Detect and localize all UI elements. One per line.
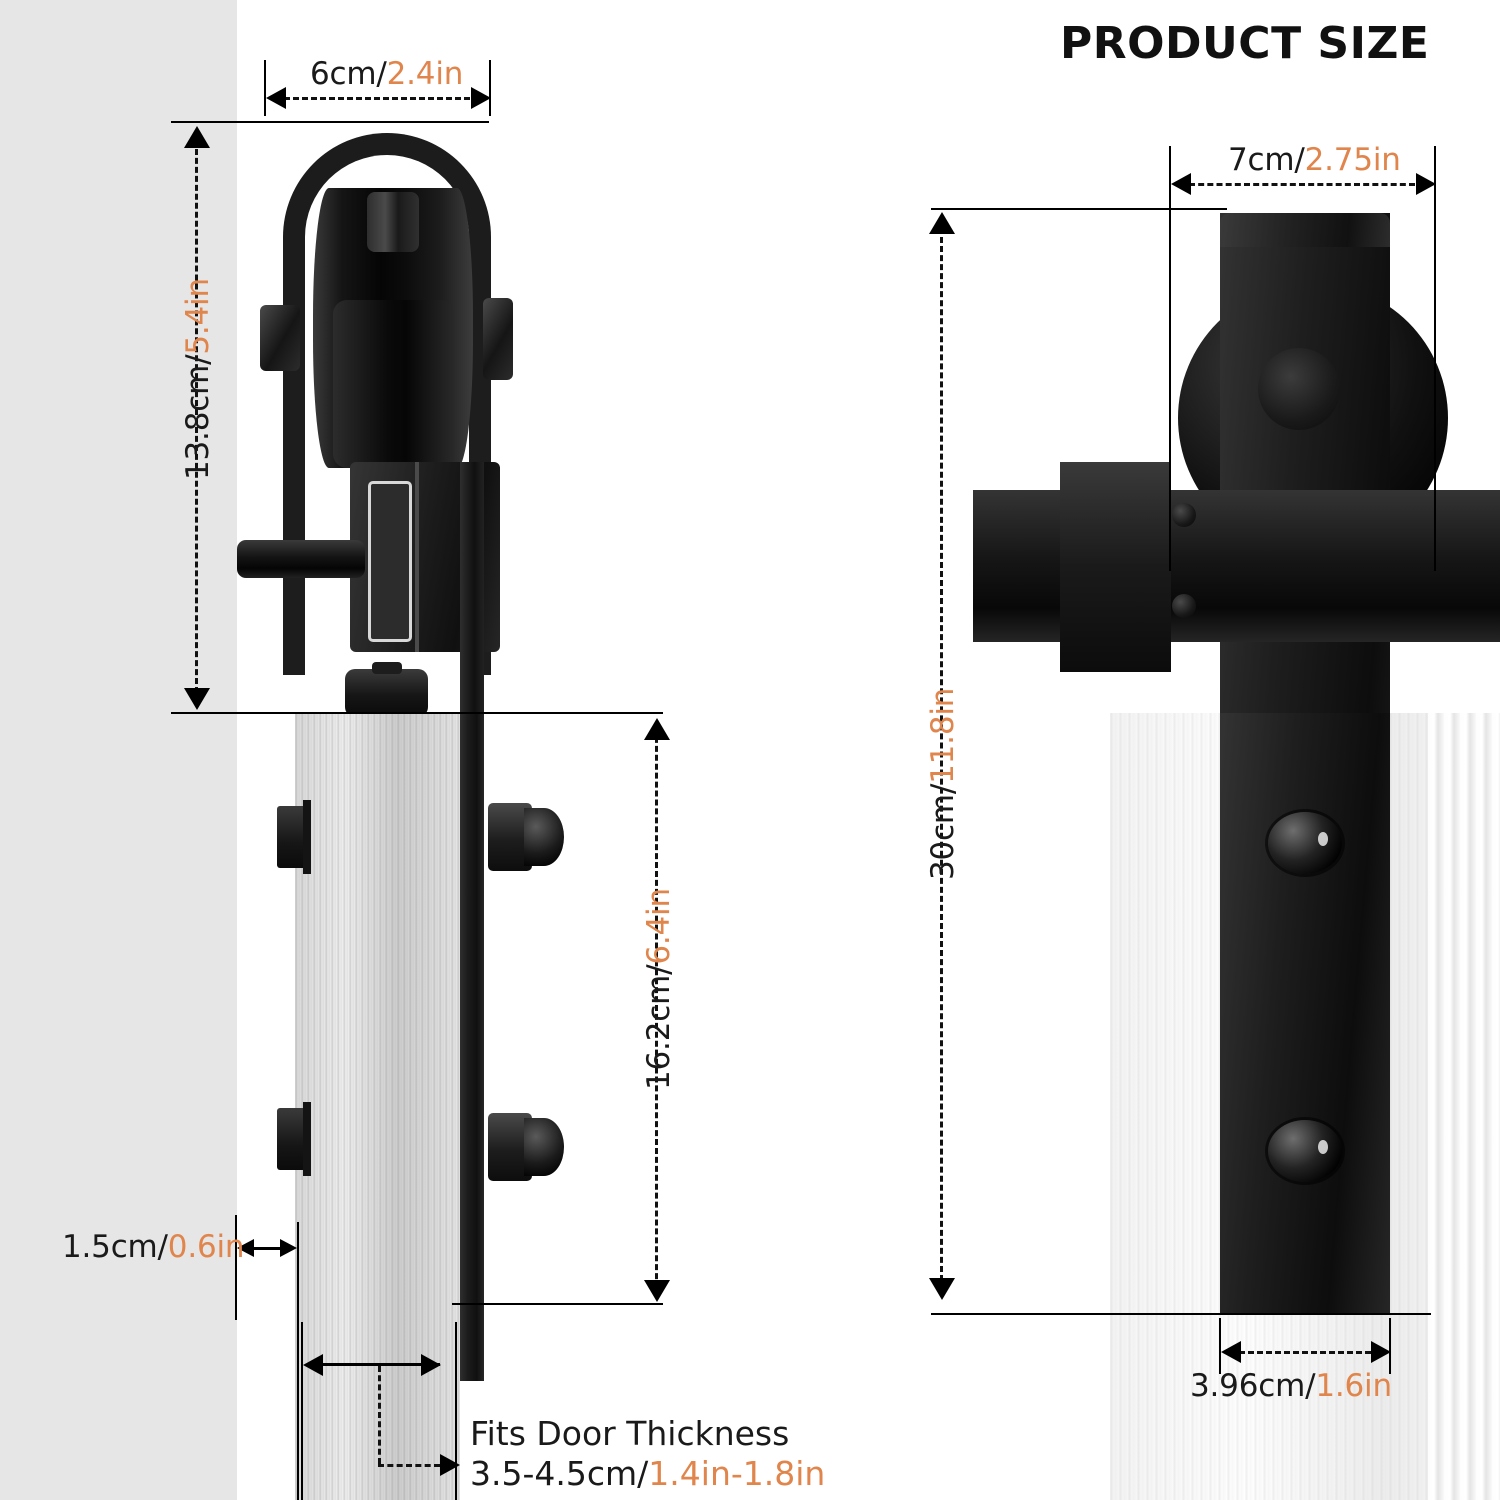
door-spacer-puck (345, 669, 428, 717)
door-thickness-note-line1: Fits Door Thickness (470, 1414, 790, 1453)
dim-ext-strap-thickness-left (1219, 1318, 1221, 1374)
dim-ext-bracket-drop-bottom (452, 1303, 663, 1305)
dim-line-door-thickness (320, 1363, 440, 1366)
hanger-dome-bolt-upper-highlight (1318, 832, 1328, 846)
dim-label-wall-gap: 1.5cm/0.6in (62, 1229, 245, 1265)
door-spacer-puck-top (372, 662, 402, 674)
dim-arrow-bracket-drop-bottom (644, 1280, 670, 1302)
dim-ext-roller-height-top (171, 121, 489, 123)
door-bolt-washer-upper (277, 806, 307, 868)
track-bolt-upper (1172, 503, 1196, 527)
dim-label-hanger-width: 7cm/2.75in (1228, 142, 1401, 178)
roller-axle-nut-right (483, 298, 513, 380)
dim-ext-door-thickness-right (455, 1322, 457, 1500)
track-rail-bar (237, 540, 365, 578)
track-bolt-lower (1172, 594, 1196, 618)
track-mount-block (1060, 462, 1135, 672)
door-back-strap-left (460, 713, 484, 1381)
dim-ext-hanger-width-right (1434, 146, 1436, 571)
dim-arrow-hanger-width-right (1416, 173, 1436, 195)
dim-arrow-roller-width-left (266, 87, 286, 109)
door-bolt-shank-lower (303, 1102, 311, 1176)
dim-ext-roller-height-bottom (171, 712, 663, 714)
hanger-strap-top-radius (1220, 213, 1390, 247)
dim-ext-wall-gap-left (235, 1215, 237, 1320)
dim-ext-hanger-width-left (1169, 146, 1171, 571)
dim-arrow-wall-gap-right (280, 1239, 297, 1257)
dim-label-roller-width: 6cm/2.4in (310, 56, 464, 92)
dim-line-hanger-width (1189, 183, 1415, 186)
leader-arrow-door-thickness (440, 1454, 460, 1476)
dim-line-hanger-height (940, 228, 943, 1290)
hanger-dome-bolt-upper (1268, 812, 1342, 874)
dim-arrow-hanger-height-bottom (929, 1278, 955, 1300)
dim-arrow-door-thickness-right (421, 1354, 441, 1376)
hanger-strap-on-door (1220, 713, 1390, 1313)
dim-label-strap-thickness: 3.96cm/1.6in (1190, 1368, 1392, 1404)
dim-label-bracket-drop: 16.2cm/6.4in (641, 888, 677, 1090)
leader-door-thickness-horizontal (378, 1464, 440, 1467)
dim-label-roller-height: 13.8cm/5.4in (180, 278, 216, 480)
hanger-center-bolt-cap (1258, 348, 1340, 430)
roller-bracket-leg-left (283, 330, 305, 675)
dim-arrow-hanger-width-left (1171, 173, 1191, 195)
dim-ext-door-thickness-left (301, 1322, 303, 1500)
dim-arrow-roller-height-bottom (184, 688, 210, 710)
hanger-dome-bolt-lower-highlight (1318, 1140, 1328, 1154)
dim-arrow-roller-height-top (184, 126, 210, 148)
roller-wheel-shadow (333, 300, 455, 468)
dim-ext-hanger-height-top (931, 208, 1227, 210)
dim-ext-hanger-height-bottom (931, 1313, 1431, 1315)
dim-arrow-wall-gap-left (237, 1239, 254, 1257)
dim-arrow-hanger-height-top (929, 212, 955, 234)
door-bolt-shank-upper (303, 800, 311, 874)
roller-stem (460, 462, 484, 712)
dim-line-wall-gap (246, 1247, 290, 1250)
dim-arrow-strap-thickness-left (1221, 1341, 1241, 1363)
dim-label-hanger-height: 30cm/11.8in (925, 687, 961, 880)
door-thickness-note: Fits Door Thickness 3.5-4.5cm/1.4in-1.8i… (470, 1414, 825, 1495)
door-acorn-nut-cap-lower (524, 1118, 564, 1176)
dim-ext-wall-gap-right (297, 1222, 299, 1500)
roller-plate-edge (415, 462, 419, 652)
door-acorn-nut-cap-upper (524, 808, 564, 866)
track-rail-right (973, 490, 1500, 642)
door-thickness-note-line2: 3.5-4.5cm/1.4in-1.8in (470, 1454, 826, 1494)
door-bolt-washer-lower (277, 1108, 307, 1170)
dim-line-roller-height (195, 140, 198, 693)
dim-line-roller-width (284, 97, 470, 100)
roller-wheel-groove (367, 192, 419, 252)
dim-line-strap-thickness (1239, 1351, 1371, 1354)
dim-ext-roller-width-left (264, 60, 266, 116)
wall-background (0, 0, 237, 1500)
dim-arrow-roller-width-right (471, 87, 491, 109)
dim-ext-bracket-drop-top (484, 712, 663, 714)
leader-door-thickness-vertical (378, 1366, 381, 1464)
page-title: PRODUCT SIZE (1060, 18, 1430, 69)
dim-line-bracket-drop (655, 728, 658, 1288)
track-mount-spacer (1135, 462, 1171, 672)
roller-axle-nut-left (260, 305, 300, 371)
dim-arrow-strap-thickness-right (1371, 1341, 1391, 1363)
dim-arrow-bracket-drop-top (644, 718, 670, 740)
roller-adjustment-slot (368, 481, 412, 642)
dim-arrow-door-thickness-left (303, 1354, 323, 1376)
hanger-dome-bolt-lower (1268, 1120, 1342, 1182)
door-panel-molding (1428, 713, 1500, 1500)
